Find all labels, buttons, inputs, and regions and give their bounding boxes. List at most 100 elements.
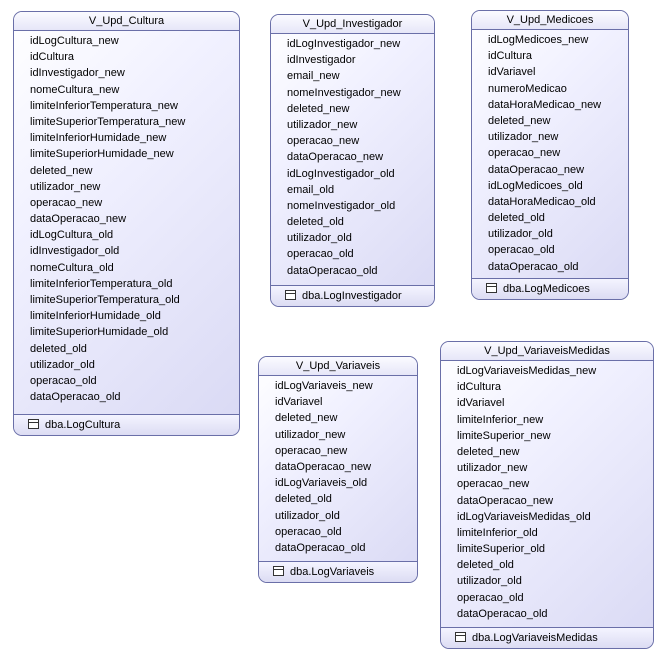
field-row[interactable]: utilizador_new bbox=[287, 118, 358, 131]
field-row[interactable]: idCultura bbox=[457, 381, 502, 394]
table-icon bbox=[486, 280, 497, 293]
entity-v-upd-variaveismedidas[interactable]: V_Upd_VariaveisMedidas idLogVariaveisMed… bbox=[440, 341, 654, 649]
entity-source-label: dba.LogVariaveisMedidas bbox=[472, 632, 598, 644]
field-row[interactable]: utilizador_old bbox=[457, 575, 522, 588]
field-row[interactable]: utilizador_old bbox=[275, 509, 340, 522]
field-row[interactable]: nomeInvestigador_new bbox=[287, 86, 401, 99]
field-row[interactable]: dataOperacao_new bbox=[30, 213, 127, 226]
entity-title: V_Upd_Medicoes bbox=[472, 11, 628, 30]
field-row[interactable]: deleted_new bbox=[457, 445, 520, 458]
field-row[interactable]: idInvestigador_old bbox=[30, 245, 120, 258]
field-row[interactable]: limiteSuperiorHumidade_old bbox=[30, 326, 169, 339]
field-row[interactable]: idLogVariaveisMedidas_old bbox=[457, 510, 591, 523]
field-row[interactable]: limiteInferior_new bbox=[457, 413, 544, 426]
field-list: idLogCultura_new idCultura idInvestigador_… bbox=[14, 31, 239, 405]
field-row[interactable]: idLogVariaveis_old bbox=[275, 477, 368, 490]
field-row[interactable]: idInvestigador_new bbox=[30, 67, 125, 80]
field-row[interactable]: dataOperacao_old bbox=[457, 607, 548, 620]
field-row[interactable]: operacao_old bbox=[275, 525, 342, 538]
field-row[interactable]: deleted_new bbox=[488, 114, 551, 127]
field-row[interactable]: dataOperacao_new bbox=[457, 494, 554, 507]
table-icon bbox=[285, 287, 296, 300]
field-row[interactable]: operacao_new bbox=[275, 444, 348, 457]
field-row[interactable]: idCultura bbox=[30, 51, 75, 64]
field-row[interactable]: dataOperacao_old bbox=[275, 541, 366, 554]
field-row[interactable]: limiteSuperiorTemperatura_old bbox=[30, 294, 180, 306]
field-row[interactable]: dataOperacao_old bbox=[488, 260, 579, 273]
field-row[interactable]: deleted_old bbox=[287, 216, 344, 229]
field-row[interactable]: idCultura bbox=[488, 50, 533, 63]
field-row[interactable]: dataOperacao_old bbox=[30, 391, 121, 404]
field-row[interactable]: idLogCultura_old bbox=[30, 229, 114, 242]
field-row[interactable]: idVariavel bbox=[275, 396, 323, 409]
field-row[interactable]: dataHoraMedicao_old bbox=[488, 195, 596, 208]
field-row[interactable]: limiteInferiorHumidade_old bbox=[30, 310, 161, 323]
table-icon bbox=[273, 563, 284, 576]
field-row[interactable]: limiteInferiorTemperatura_new bbox=[30, 99, 178, 112]
entity-source-label: dba.LogMedicoes bbox=[503, 283, 590, 295]
field-row[interactable]: limiteSuperiorHumidade_new bbox=[30, 148, 174, 161]
field-row[interactable]: idVariavel bbox=[457, 397, 505, 410]
field-row[interactable]: limiteSuperiorTemperatura_new bbox=[30, 115, 186, 128]
field-row[interactable]: deleted_new bbox=[30, 164, 93, 177]
field-row[interactable]: idLogVariaveisMedidas_new bbox=[457, 365, 597, 377]
field-row[interactable]: limiteSuperior_new bbox=[457, 429, 551, 442]
field-row[interactable]: idLogCultura_new bbox=[30, 35, 119, 47]
field-row[interactable]: dataOperacao_new bbox=[275, 460, 372, 473]
field-row[interactable]: operacao_new bbox=[287, 135, 360, 148]
field-row[interactable]: operacao_new bbox=[457, 478, 530, 491]
field-row[interactable]: deleted_old bbox=[457, 559, 514, 572]
field-row[interactable]: utilizador_old bbox=[488, 228, 553, 241]
field-row[interactable]: utilizador_new bbox=[488, 131, 559, 144]
field-row[interactable]: idLogMedicoes_new bbox=[488, 34, 589, 46]
field-row[interactable]: limiteInferior_old bbox=[457, 526, 538, 539]
field-row[interactable]: deleted_old bbox=[275, 493, 332, 506]
field-row[interactable]: dataOperacao_new bbox=[287, 151, 384, 164]
field-row[interactable]: utilizador_new bbox=[30, 180, 101, 193]
field-row[interactable]: idLogInvestigador_new bbox=[287, 38, 401, 50]
field-row[interactable]: operacao_new bbox=[30, 196, 103, 209]
field-row[interactable]: dataOperacao_new bbox=[488, 163, 585, 176]
field-row[interactable]: idLogVariaveis_new bbox=[275, 380, 373, 392]
entity-source: dba.LogVariaveisMedidas bbox=[441, 627, 653, 648]
field-row[interactable]: idInvestigador bbox=[287, 54, 356, 67]
field-row[interactable]: utilizador_new bbox=[275, 428, 346, 441]
field-row[interactable]: limiteSuperior_old bbox=[457, 543, 546, 556]
field-row[interactable]: idVariavel bbox=[488, 66, 536, 79]
field-row[interactable]: email_old bbox=[287, 183, 335, 196]
entity-source: dba.LogVariaveis bbox=[259, 561, 417, 582]
field-row[interactable]: deleted_new bbox=[275, 412, 338, 425]
field-row[interactable]: limiteInferiorHumidade_new bbox=[30, 132, 167, 145]
field-row[interactable]: idLogMedicoes_old bbox=[488, 179, 583, 192]
field-row[interactable]: operacao_old bbox=[287, 248, 354, 261]
field-row[interactable]: dataOperacao_old bbox=[287, 264, 378, 277]
field-row[interactable]: operacao_old bbox=[488, 244, 555, 257]
field-list: idLogVariaveisMedidas_new idCultura idVari… bbox=[441, 361, 653, 622]
field-row[interactable]: utilizador_new bbox=[457, 462, 528, 475]
field-row[interactable]: deleted_old bbox=[488, 212, 545, 225]
field-row[interactable]: nomeInvestigador_old bbox=[287, 199, 396, 212]
field-row[interactable]: operacao_new bbox=[488, 147, 561, 160]
entity-v-upd-investigador[interactable]: V_Upd_Investigador idLogInvestigador_new… bbox=[270, 14, 435, 307]
field-row[interactable]: deleted_new bbox=[287, 102, 350, 115]
field-row[interactable]: idLogInvestigador_old bbox=[287, 167, 395, 180]
field-list: idLogMedicoes_new idCultura idVariavel nume… bbox=[472, 30, 628, 275]
field-row[interactable]: numeroMedicao bbox=[488, 82, 567, 95]
field-row[interactable]: nomeCultura_old bbox=[30, 261, 114, 274]
field-row[interactable]: deleted_old bbox=[30, 342, 87, 355]
field-row[interactable]: utilizador_old bbox=[30, 358, 95, 371]
field-row[interactable]: operacao_old bbox=[457, 591, 524, 604]
field-row[interactable]: email_new bbox=[287, 70, 340, 83]
field-row[interactable]: dataHoraMedicao_new bbox=[488, 98, 602, 111]
field-row[interactable]: utilizador_old bbox=[287, 232, 352, 245]
field-row[interactable]: nomeCultura_new bbox=[30, 83, 120, 96]
field-row[interactable]: operacao_old bbox=[30, 374, 97, 387]
entity-v-upd-medicoes[interactable]: V_Upd_Medicoes idLogMedicoes_new idCultur… bbox=[471, 10, 629, 300]
field-row[interactable]: limiteInferiorTemperatura_old bbox=[30, 277, 173, 290]
table-icon bbox=[28, 416, 39, 429]
table-icon bbox=[455, 629, 466, 642]
entity-title: V_Upd_VariaveisMedidas bbox=[441, 342, 653, 361]
